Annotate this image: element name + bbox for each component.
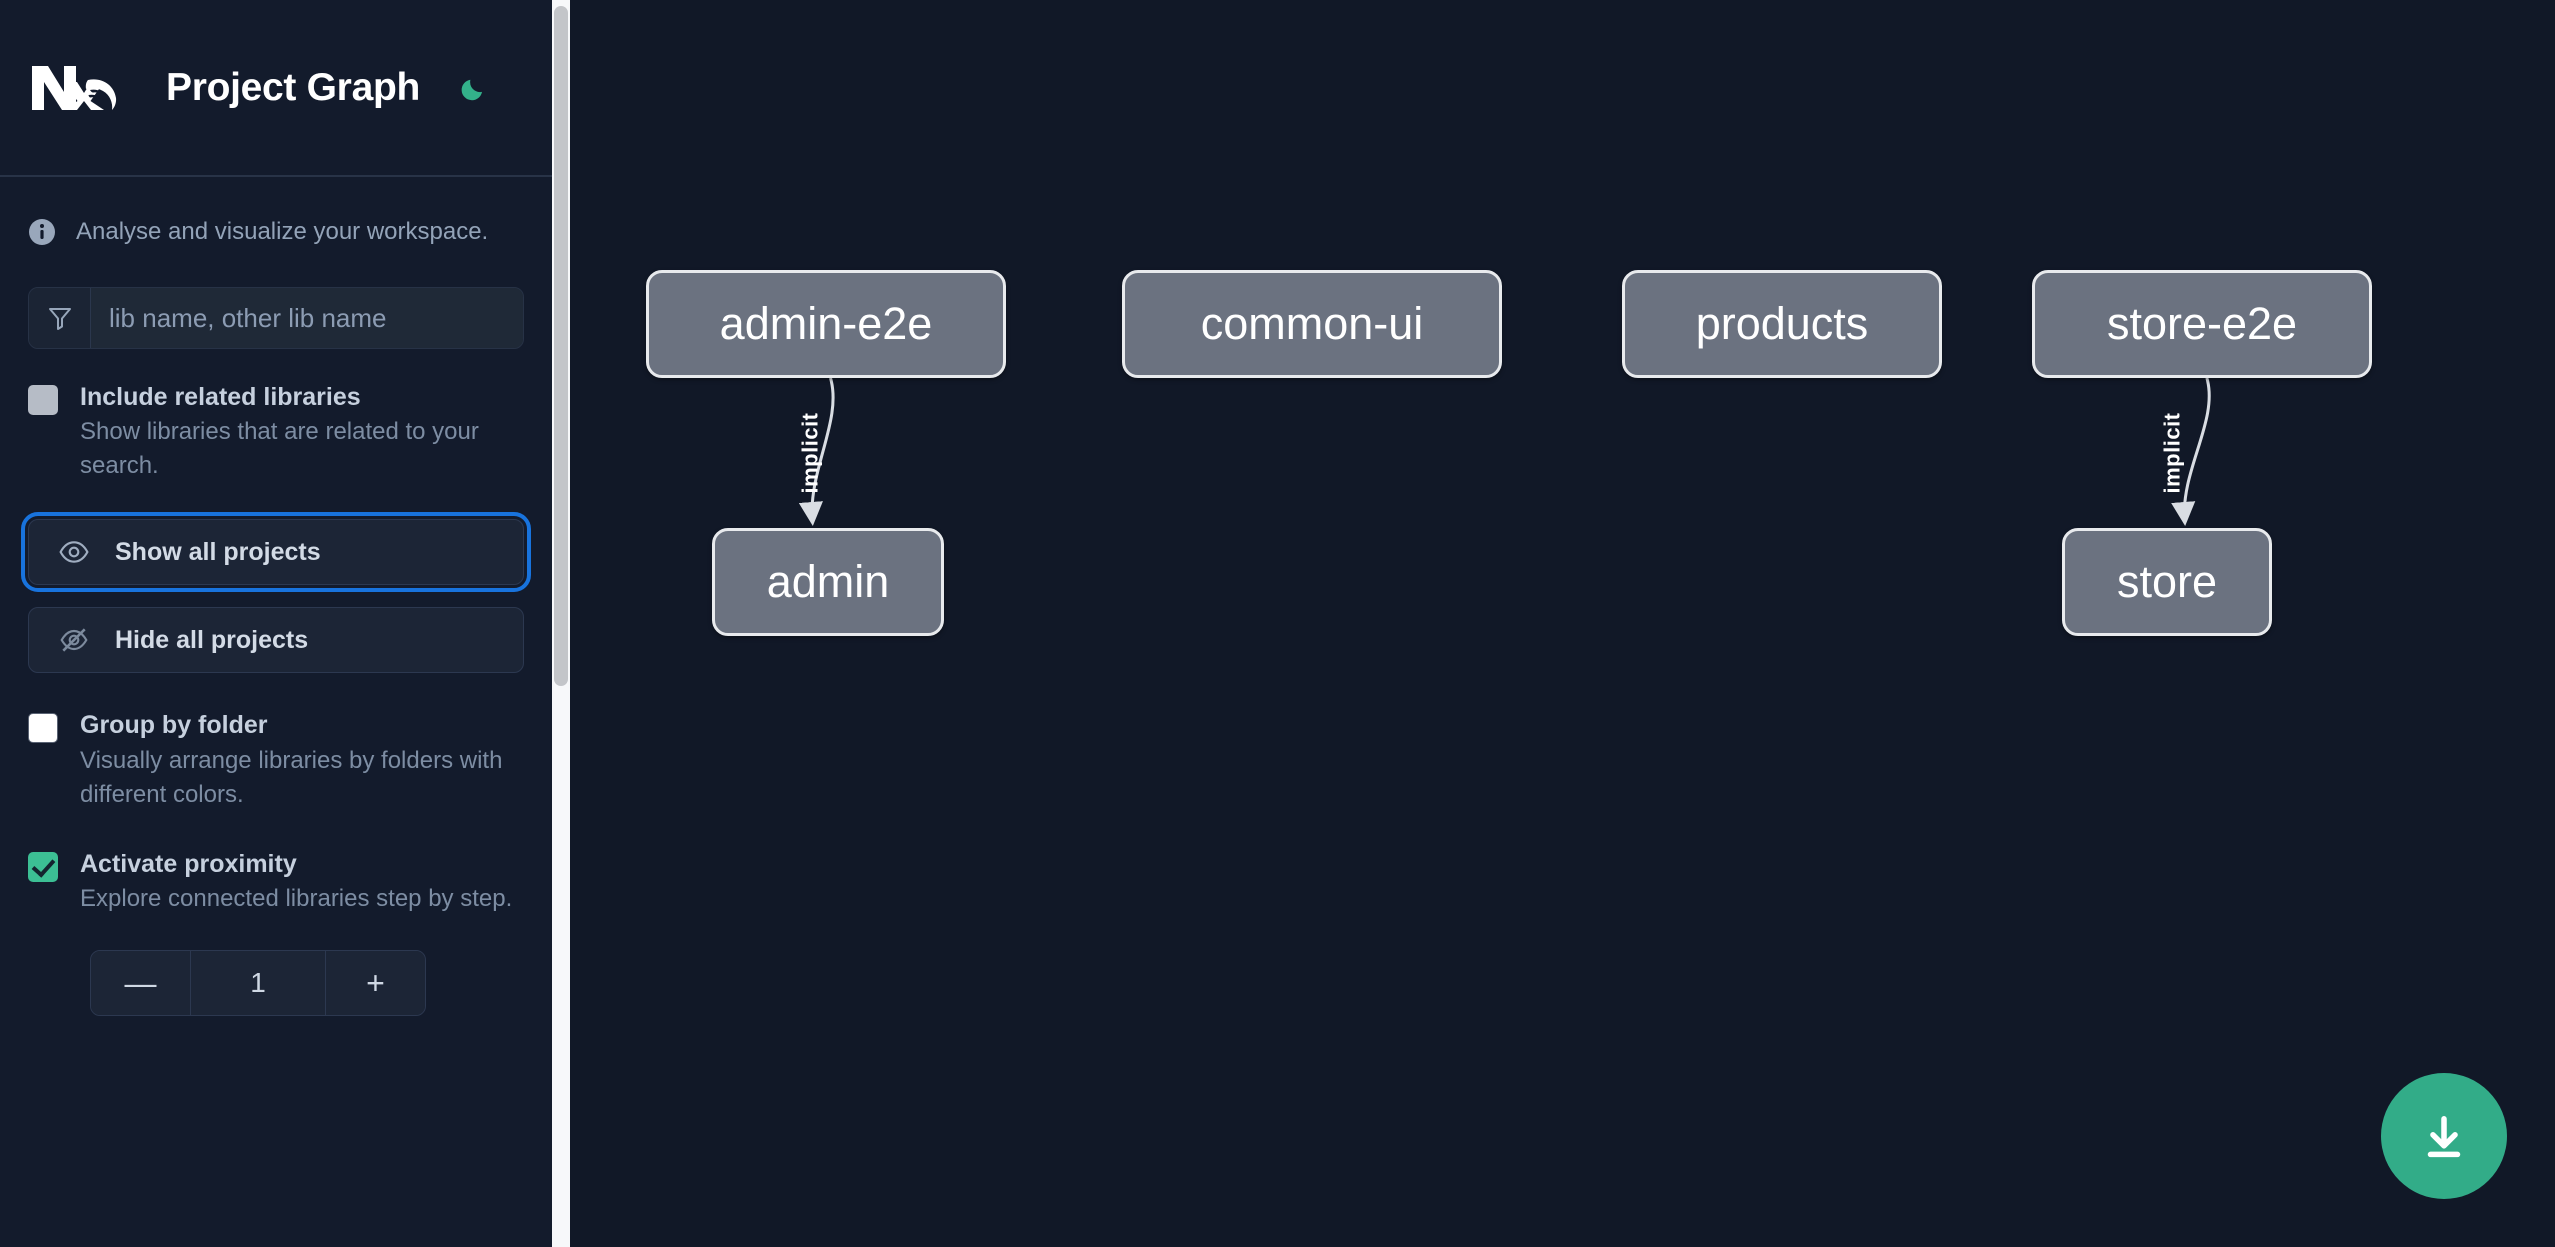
visibility-buttons: Show all projects Hide all projects — [21, 512, 531, 674]
workspace-info-text: Analyse and visualize your workspace. — [76, 218, 489, 245]
search-input[interactable] — [91, 288, 523, 348]
graph-node-admin-e2e[interactable]: admin-e2e — [646, 270, 1006, 378]
eye-off-icon — [60, 628, 88, 653]
option-group-by-folder[interactable]: Group by folder Visually arrange librari… — [28, 707, 524, 811]
group-by-folder-checkbox[interactable] — [28, 713, 58, 744]
graph-node-admin[interactable]: admin — [712, 528, 944, 636]
group-by-folder-description: Visually arrange libraries by folders wi… — [80, 746, 503, 808]
page-title: Project Graph — [166, 65, 420, 109]
graph-node-products[interactable]: products — [1622, 270, 1942, 378]
include-related-libraries-label: Include related libraries — [80, 383, 361, 411]
download-icon — [2427, 1116, 2461, 1158]
project-graph-canvas[interactable]: admin-e2e common-ui products store-e2e a… — [552, 0, 2555, 1247]
edge-store-e2e-store — [2171, 377, 2211, 526]
sidebar-body: Analyse and visualize your workspace. In… — [0, 177, 552, 1017]
graph-node-label: admin — [766, 556, 890, 607]
graph-node-label: store — [2116, 556, 2218, 607]
hide-all-projects-button[interactable]: Hide all projects — [28, 607, 524, 674]
graph-node-label: products — [1695, 298, 1869, 349]
option-activate-proximity[interactable]: Activate proximity Explore connected lib… — [28, 846, 524, 916]
hide-all-projects-label: Hide all projects — [115, 625, 309, 654]
funnel-filter-icon — [29, 288, 91, 348]
graph-edges-layer — [798, 377, 2211, 526]
graph-node-label: common-ui — [1200, 298, 1424, 349]
activate-proximity-checkbox[interactable] — [28, 851, 58, 882]
sidebar-scrollbar-track[interactable] — [552, 0, 570, 1247]
option-include-related-libraries[interactable]: Include related libraries Show libraries… — [28, 379, 524, 483]
proximity-value: 1 — [191, 951, 325, 1016]
graph-node-label: store-e2e — [2106, 298, 2298, 349]
proximity-increment-button[interactable]: + — [325, 951, 425, 1016]
graph-node-store[interactable]: store — [2062, 528, 2272, 636]
include-related-libraries-description: Show libraries that are related to your … — [80, 418, 479, 480]
download-graph-button[interactable] — [2381, 1073, 2507, 1199]
sidebar: Project Graph Analyse and visualize your… — [0, 0, 552, 1247]
graph-node-label: admin-e2e — [719, 298, 933, 349]
filter-input-group[interactable] — [28, 287, 524, 349]
proximity-stepper: — 1 + — [90, 950, 426, 1017]
sidebar-scrollbar-thumb[interactable] — [554, 6, 568, 686]
sidebar-header: Project Graph — [0, 0, 552, 177]
activate-proximity-description: Explore connected libraries step by step… — [80, 885, 513, 913]
show-all-projects-button[interactable]: Show all projects — [21, 512, 531, 593]
activate-proximity-label: Activate proximity — [80, 849, 297, 878]
show-all-projects-label: Show all projects — [115, 537, 321, 566]
workspace-info: Analyse and visualize your workspace. — [28, 177, 524, 287]
moon-icon[interactable] — [452, 66, 496, 110]
eye-icon — [59, 541, 89, 564]
edge-admin-e2e-admin — [798, 377, 835, 526]
graph-node-common-ui[interactable]: common-ui — [1122, 270, 1502, 378]
proximity-decrement-button[interactable]: — — [91, 951, 191, 1016]
group-by-folder-label: Group by folder — [80, 711, 268, 740]
info-circle-icon — [28, 218, 56, 246]
nx-logo-icon — [28, 58, 128, 118]
include-related-libraries-checkbox[interactable] — [28, 385, 58, 415]
graph-node-store-e2e[interactable]: store-e2e — [2032, 270, 2372, 378]
